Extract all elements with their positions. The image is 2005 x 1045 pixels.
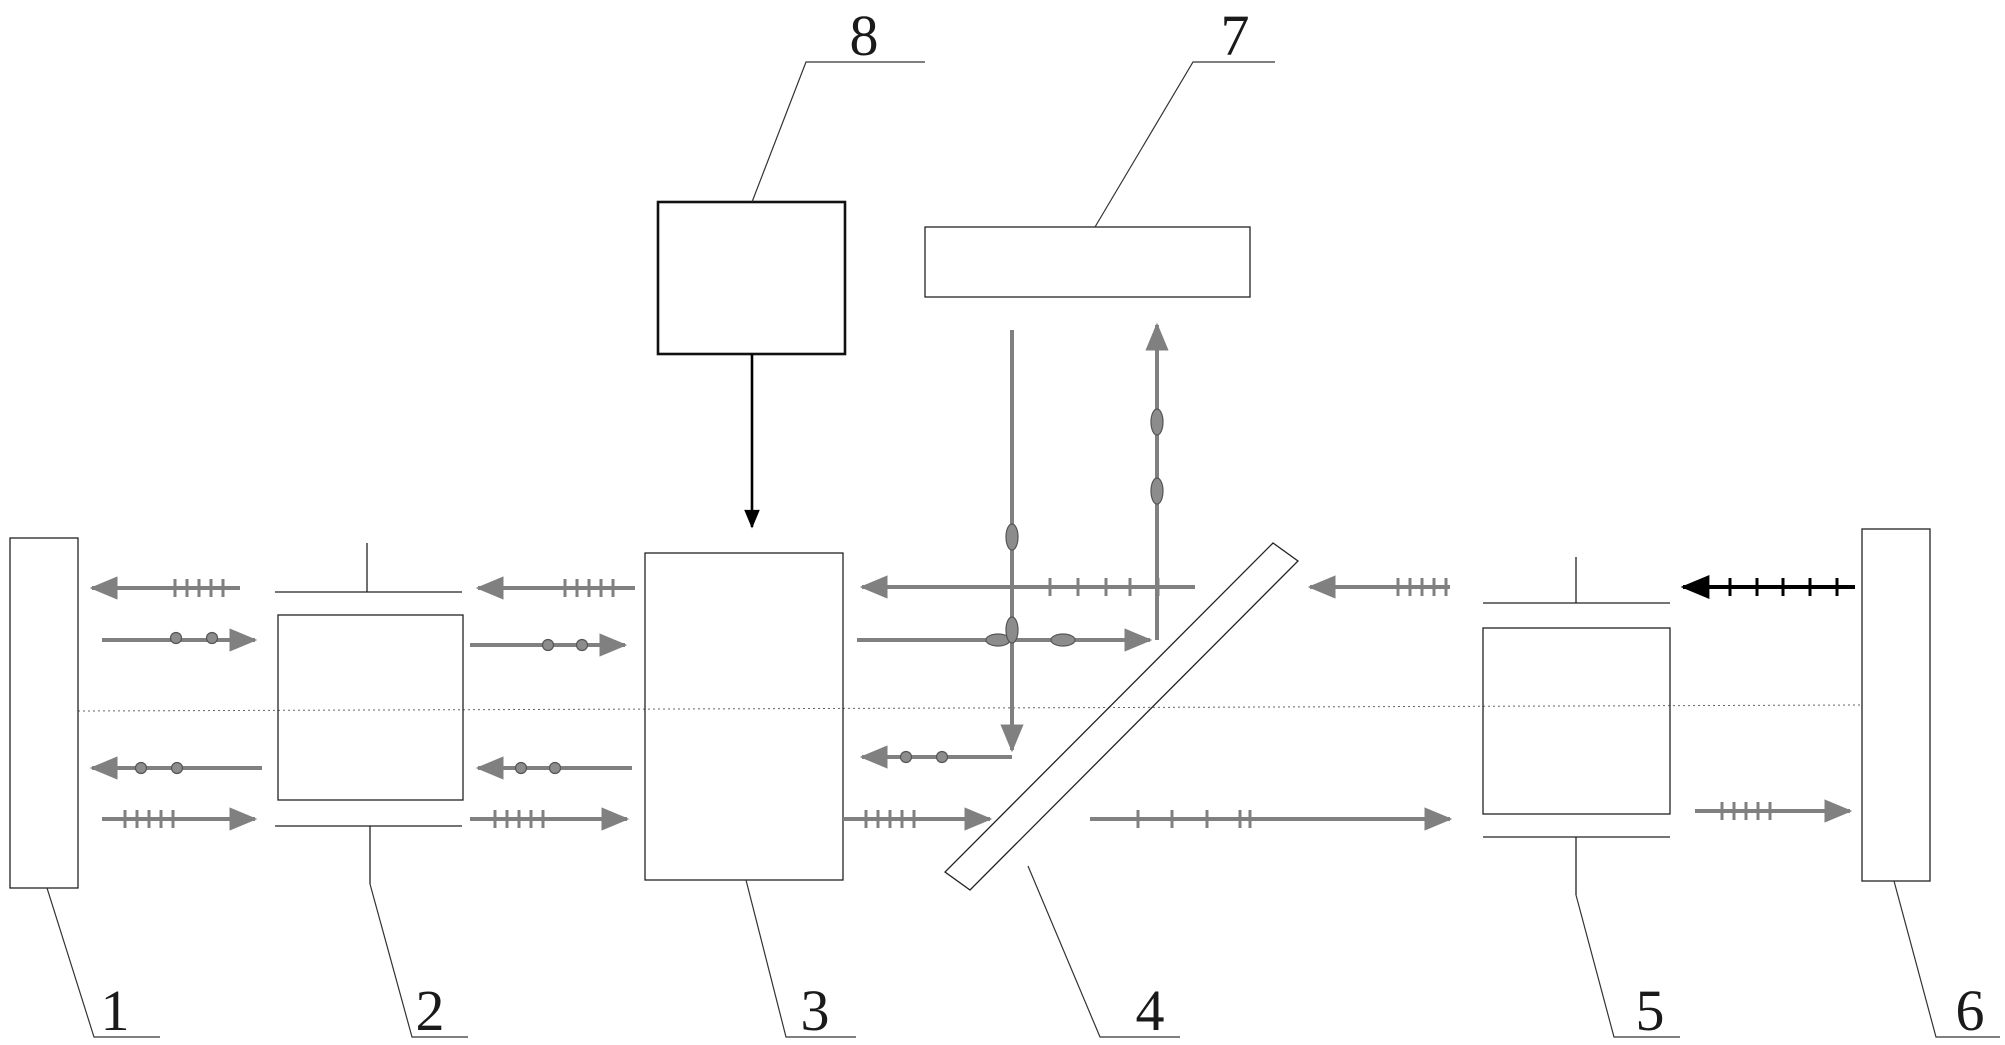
- polarization-dot: [937, 752, 948, 763]
- polarization-ellipse: [1151, 478, 1163, 504]
- component-3: [645, 553, 843, 880]
- component-7: [925, 227, 1250, 297]
- label-5: 5: [1636, 978, 1665, 1043]
- polarization-ellipse: [1006, 617, 1018, 643]
- component-2: [275, 543, 463, 884]
- component-5: [1483, 557, 1670, 895]
- component-8: [658, 202, 845, 354]
- optical-axis: [78, 705, 1862, 711]
- component-6-mirror: [1862, 529, 1930, 881]
- polarization-ellipse: [1006, 524, 1018, 550]
- label-3: 3: [801, 978, 830, 1043]
- polarization-dot: [516, 763, 527, 774]
- label-8: 8: [850, 3, 879, 68]
- polarization-dot: [172, 763, 183, 774]
- beam-paths: [92, 325, 1855, 828]
- polarization-dot: [136, 763, 147, 774]
- label-7: 7: [1221, 3, 1250, 68]
- polarization-dot: [171, 633, 182, 644]
- label-6: 6: [1956, 978, 1985, 1043]
- polarization-ellipse: [1051, 634, 1075, 646]
- polarization-dot: [901, 752, 912, 763]
- polarization-dot: [577, 640, 588, 651]
- polarization-dot: [550, 763, 561, 774]
- component-1-mirror: [10, 538, 78, 888]
- label-leaders: [47, 62, 2000, 1037]
- label-2: 2: [416, 978, 445, 1043]
- label-1: 1: [101, 978, 130, 1043]
- label-4: 4: [1136, 978, 1165, 1043]
- polarization-dot: [543, 640, 554, 651]
- polarization-ellipse: [1151, 409, 1163, 435]
- polarization-dot: [207, 633, 218, 644]
- component-4-beamsplitter: [945, 543, 1298, 890]
